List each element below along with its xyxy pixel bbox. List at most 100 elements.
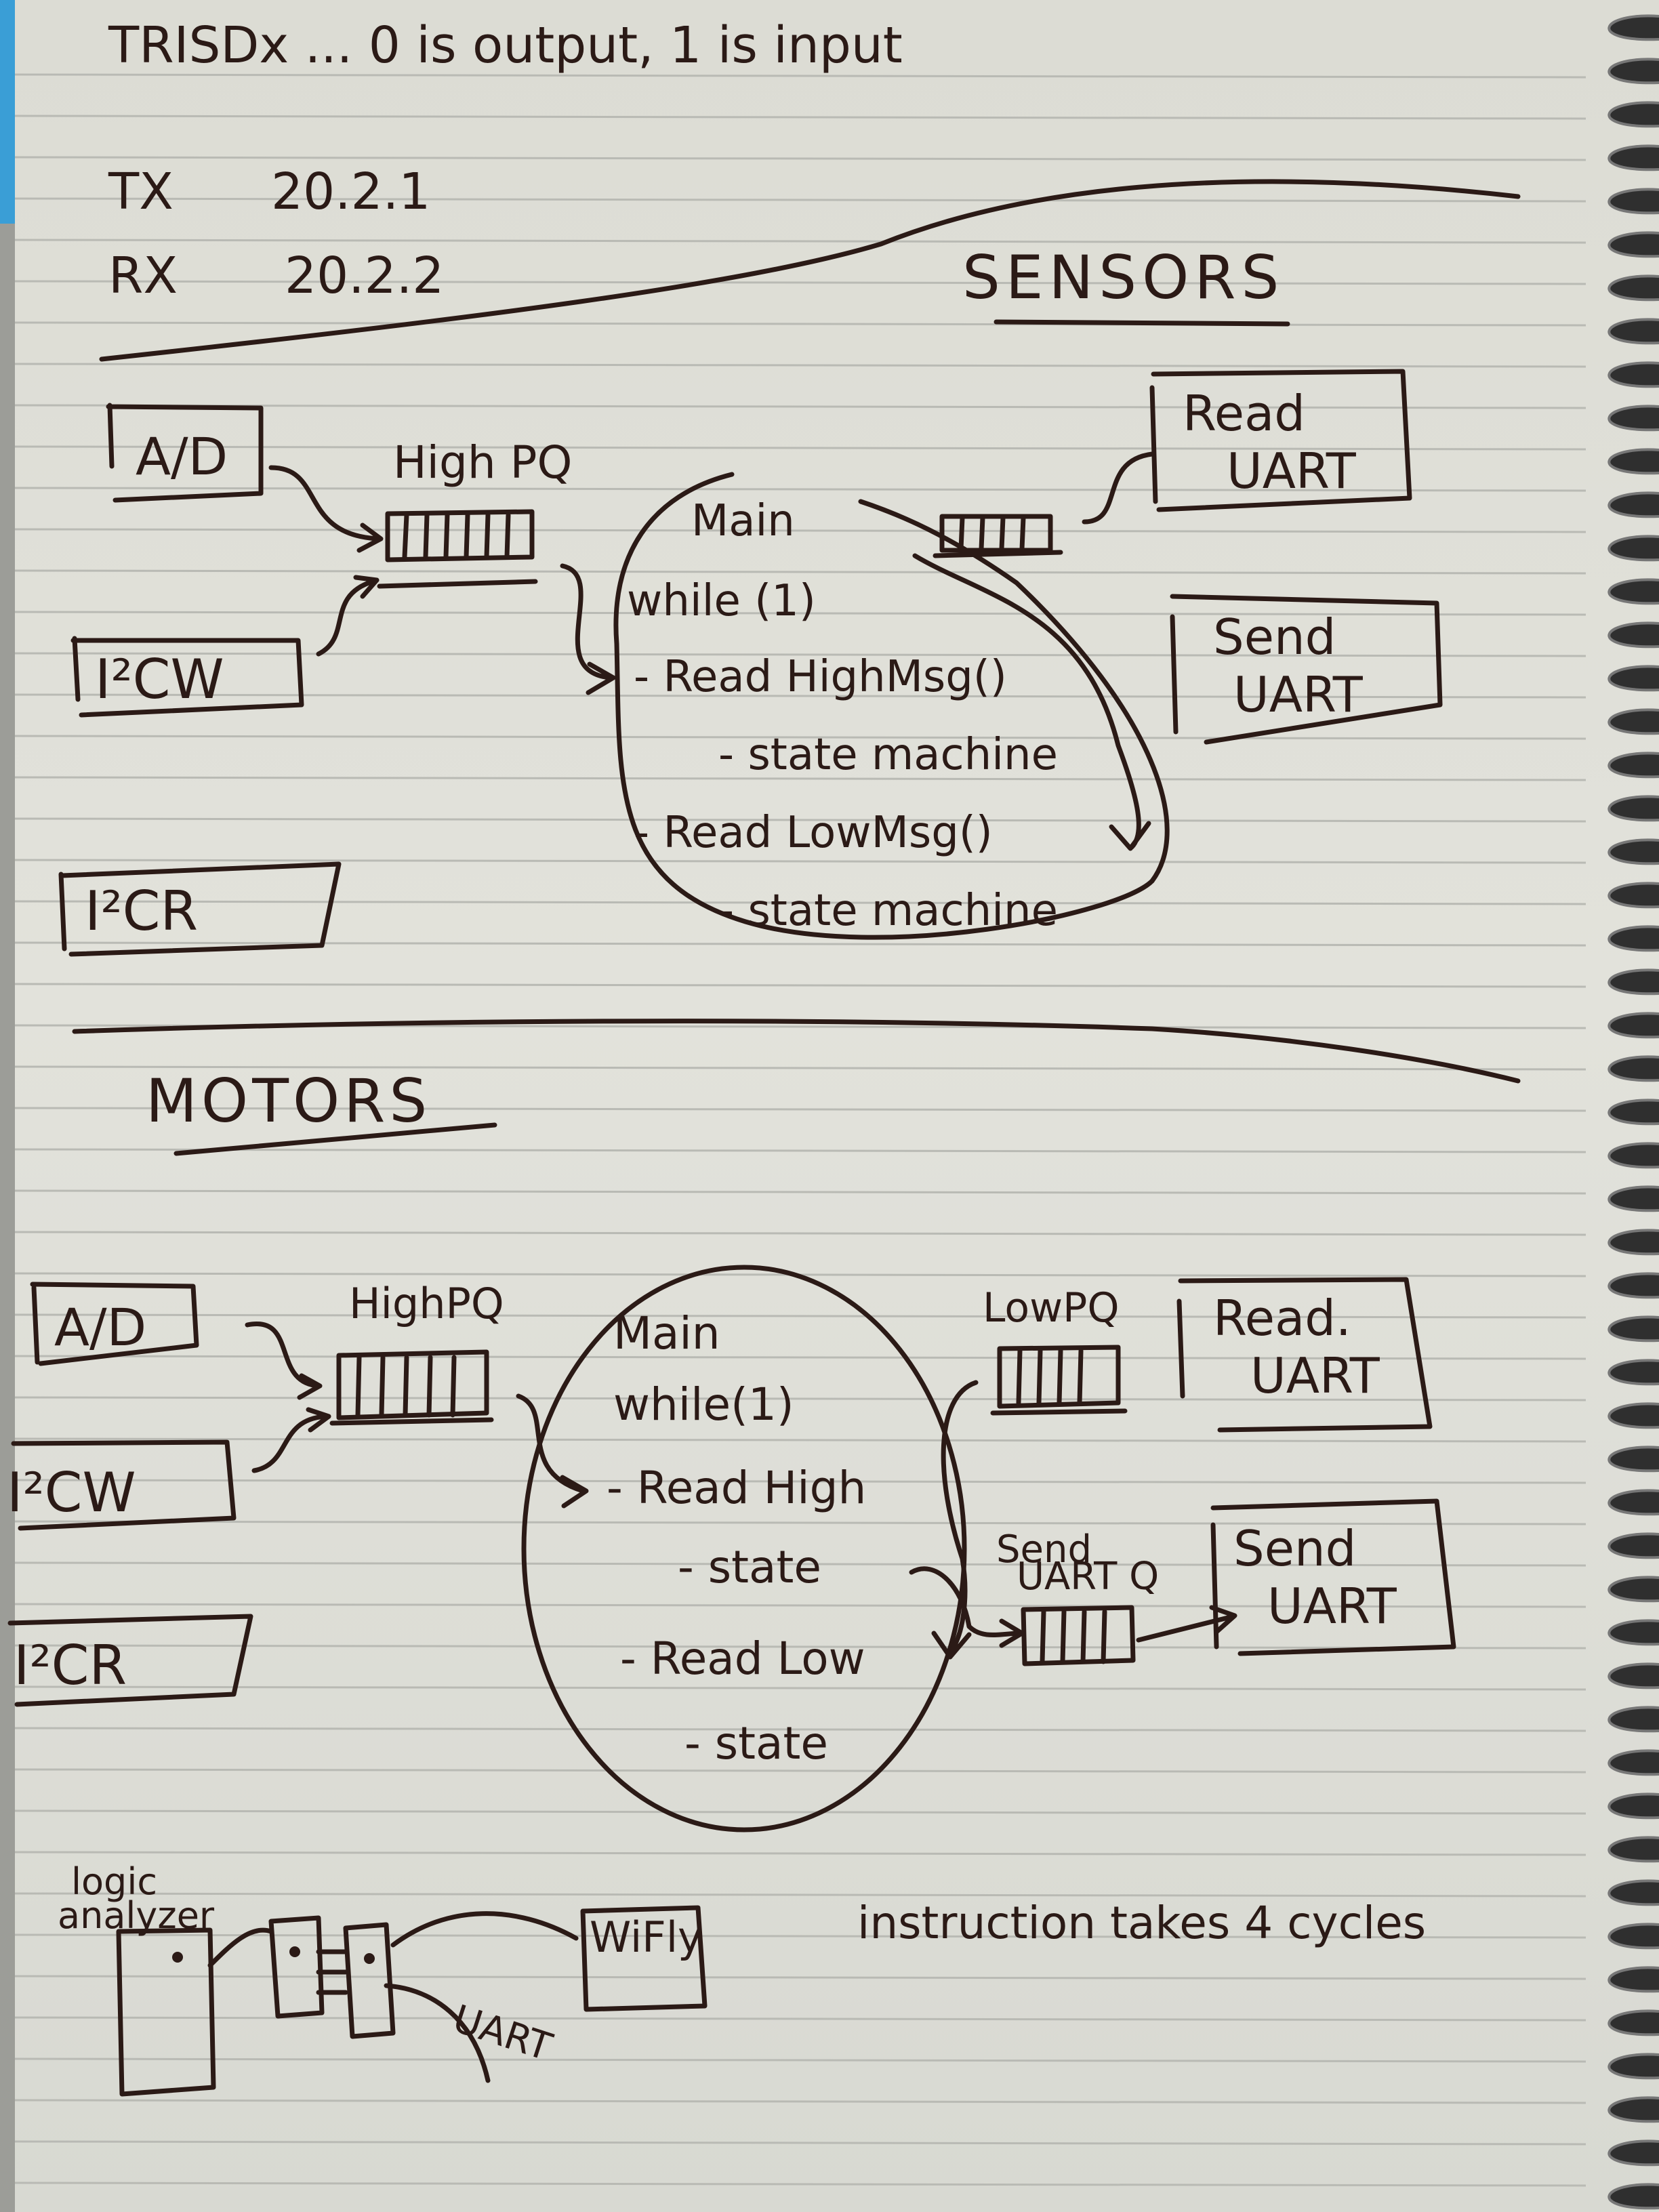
motors-ad-to-highpq-arrow <box>245 1321 323 1400</box>
spiral-ring <box>1607 1185 1659 1212</box>
ruled-line <box>14 1644 1586 1650</box>
motors-i2cw-to-highpq-arrow <box>251 1407 331 1473</box>
notebook-cover-edge <box>0 0 15 224</box>
spiral-ring <box>1607 318 1659 345</box>
motors-lowpq-to-main-arrow <box>931 1380 979 1660</box>
spiral-ring <box>1607 1966 1659 1993</box>
sensors-send-uart-line1: Send <box>1213 609 1336 665</box>
ruled-line <box>14 445 1586 451</box>
logic-analyzer-line1: logic <box>71 1860 157 1903</box>
ruled-line <box>14 1148 1586 1153</box>
spiral-ring <box>1607 1229 1659 1256</box>
sensors-read-uart-line1: Read <box>1183 385 1305 442</box>
ruled-line <box>14 1768 1586 1774</box>
tris-note: TRISDx ... 0 is output, 1 is input <box>108 16 903 75</box>
logic-analyzer-device <box>116 1927 216 2097</box>
ruled-lines <box>14 73 1586 2187</box>
wifly-box <box>580 1905 708 2012</box>
spiral-ring <box>1607 795 1659 822</box>
ruled-line <box>14 569 1586 575</box>
motors-send-uart-line2: UART <box>1267 1578 1397 1635</box>
spiral-ring <box>1607 708 1659 735</box>
spiral-ring <box>1607 58 1659 85</box>
motors-high-pq-label: HighPQ <box>349 1279 504 1328</box>
main-loop-line: Main <box>613 1307 720 1359</box>
spiral-ring <box>1607 2183 1659 2210</box>
spiral-ring <box>1607 1272 1659 1299</box>
spiral-ring <box>1607 274 1659 302</box>
spiral-ring <box>1607 838 1659 865</box>
spiral-ring <box>1607 968 1659 996</box>
ruled-line <box>14 156 1586 161</box>
spiral-ring <box>1607 1359 1659 1386</box>
motors-send-uart-line1: Send <box>1233 1520 1356 1577</box>
ruled-line <box>14 611 1586 616</box>
header-divider-curve <box>99 179 1521 362</box>
spiral-ring <box>1607 1879 1659 1906</box>
wifly-label: WiFly <box>590 1912 703 1962</box>
motors-title-underline <box>173 1122 497 1156</box>
ruled-line <box>14 1396 1586 1401</box>
board-pins-drawing <box>207 1911 579 2083</box>
spiral-ring <box>1607 1446 1659 1473</box>
ruled-line <box>14 1561 1586 1567</box>
spiral-ring <box>1607 448 1659 475</box>
ruled-line <box>14 1727 1586 1732</box>
spiral-ring <box>1607 188 1659 215</box>
sensors-i2cw-box <box>70 636 304 718</box>
spiral-ring <box>1607 665 1659 692</box>
sensors-i2cw-to-highpq-arrow <box>316 575 380 657</box>
motors-high-pq-queue <box>329 1349 494 1426</box>
main-loop-line: - Read HighMsg() <box>634 652 1007 702</box>
ruled-line <box>14 1437 1586 1443</box>
tx-label: TX <box>108 163 173 221</box>
spiral-ring <box>1607 361 1659 388</box>
spiral-ring <box>1607 2139 1659 2167</box>
ruled-line <box>14 1685 1586 1691</box>
ruled-line <box>14 859 1586 864</box>
main-loop-line: - Read High <box>607 1462 866 1514</box>
tx-value: 20.2.1 <box>271 163 430 221</box>
spiral-ring <box>1607 2009 1659 2036</box>
spiral-ring <box>1607 101 1659 128</box>
ruled-line <box>14 1479 1586 1484</box>
ruled-line <box>14 1975 1586 1980</box>
ruled-line <box>14 1603 1586 1608</box>
motors-send-uart-box <box>1210 1498 1456 1656</box>
spiral-ring <box>1607 925 1659 952</box>
sections-divider-line <box>72 1019 1521 1084</box>
spiral-ring <box>1607 1706 1659 1733</box>
spiral-ring <box>1607 405 1659 432</box>
main-loop-line: - state <box>684 1717 828 1769</box>
main-loop-line: - state machine <box>718 886 1058 936</box>
rx-label: RX <box>108 247 178 305</box>
spiral-ring <box>1607 1793 1659 1820</box>
spiral-ring <box>1607 491 1659 518</box>
sensors-title: SENSORS <box>962 243 1284 312</box>
ruled-line <box>14 2057 1586 2063</box>
ruled-line <box>14 735 1586 740</box>
motors-ad-box <box>30 1282 199 1366</box>
ruled-line <box>14 652 1586 657</box>
ruled-line <box>14 2140 1586 2146</box>
motors-main-loop-oval <box>521 1265 967 1832</box>
ruled-line <box>14 1933 1586 1939</box>
motors-ad-label: A/D <box>54 1297 146 1357</box>
spiral-binding <box>1607 14 1659 2210</box>
sensors-main-loop-oval <box>613 472 1170 940</box>
spiral-ring <box>1607 752 1659 779</box>
motors-i2cr-label: I²CR <box>14 1634 127 1697</box>
spiral-ring <box>1607 1012 1659 1039</box>
spiral-ring <box>1607 1055 1659 1082</box>
spiral-ring <box>1607 2096 1659 2123</box>
ruled-line <box>14 280 1586 285</box>
spiral-ring <box>1607 1662 1659 1689</box>
ruled-line <box>14 1892 1586 1898</box>
ruled-line <box>14 2016 1586 2022</box>
spiral-ring <box>1607 231 1659 258</box>
sensors-read-uart-connector <box>1082 451 1155 525</box>
ruled-line <box>14 115 1586 120</box>
motors-read-uart-line2: UART <box>1250 1347 1380 1404</box>
